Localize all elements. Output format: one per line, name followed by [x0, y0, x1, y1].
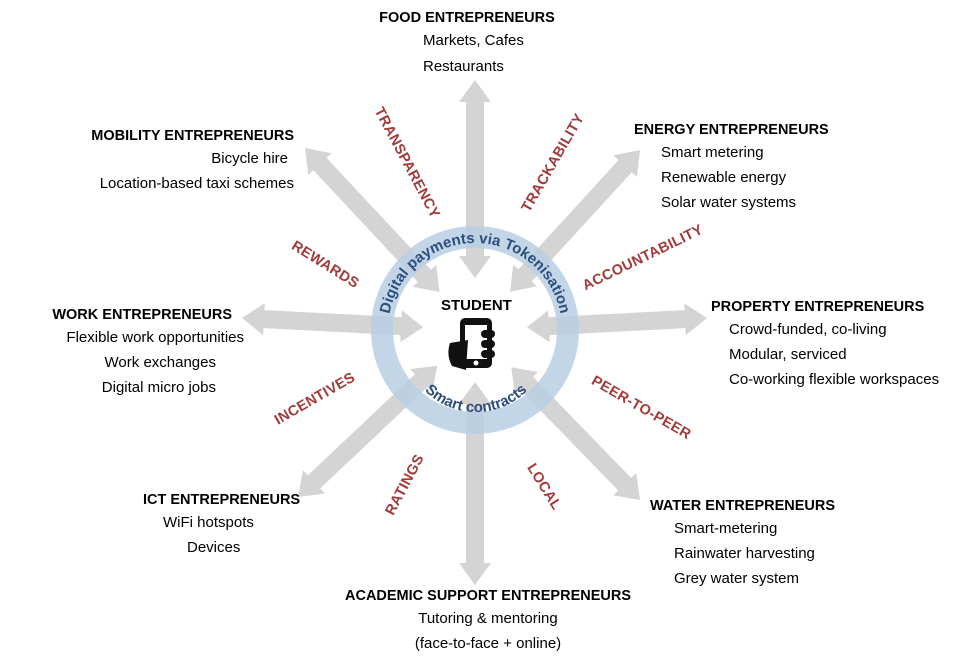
arrow-property — [526, 303, 707, 343]
group-energy-item: Renewable energy — [661, 169, 787, 186]
group-ict-item: WiFi hotspots — [163, 514, 254, 531]
group-water-item: Grey water system — [674, 570, 800, 587]
group-mobility-title: MOBILITY ENTREPRENEURS — [91, 128, 294, 144]
group-property-item: Modular, serviced — [729, 346, 847, 363]
group-food-item: Markets, Cafes — [423, 32, 524, 49]
group-food: FOOD ENTREPRENEURS Markets, Cafes Restau… — [367, 8, 567, 80]
group-property-item: Crowd-funded, co-living — [729, 321, 887, 338]
group-work-item: Work exchanges — [104, 354, 216, 371]
group-work-item: Digital micro jobs — [101, 379, 216, 396]
group-academic-item: Tutoring & mentoring — [418, 610, 558, 627]
student-label: STUDENT — [441, 297, 512, 314]
group-mobility-item: Bicycle hire — [211, 150, 288, 167]
tokenisation-ring — [371, 226, 579, 434]
group-work-title: WORK ENTREPRENEURS — [52, 307, 232, 323]
group-food-item: Restaurants — [423, 58, 504, 75]
group-water-item: Rainwater harvesting — [674, 545, 815, 562]
group-property-title: PROPERTY ENTREPRENEURS — [711, 299, 925, 315]
arrow-work — [242, 303, 424, 343]
group-ict: ICT ENTREPRENEURS WiFi hotspots Devices — [143, 490, 300, 560]
group-work: WORK ENTREPRENEURS Flexible work opportu… — [8, 305, 244, 400]
group-energy: ENERGY ENTREPRENEURS Smart metering Rene… — [634, 120, 829, 215]
smartphone-in-hand-icon — [448, 318, 495, 370]
group-work-item: Flexible work opportunities — [66, 329, 244, 346]
group-energy-item: Solar water systems — [661, 194, 797, 211]
group-water-title: WATER ENTREPRENEURS — [650, 498, 836, 514]
group-academic-title: ACADEMIC SUPPORT ENTREPRENEURS — [345, 588, 631, 604]
group-water: WATER ENTREPRENEURS Smart-metering Rainw… — [650, 496, 835, 591]
group-academic-item: (face-to-face + online) — [414, 635, 562, 652]
group-property-item: Co-working flexible workspaces — [729, 371, 940, 388]
group-ict-title: ICT ENTREPRENEURS — [143, 492, 301, 508]
group-energy-title: ENERGY ENTREPRENEURS — [634, 122, 829, 138]
group-mobility: MOBILITY ENTREPRENEURS Bicycle hire Loca… — [70, 126, 294, 196]
group-water-item: Smart-metering — [674, 520, 778, 537]
group-property: PROPERTY ENTREPRENEURS Crowd-funded, co-… — [711, 297, 939, 392]
group-energy-item: Smart metering — [661, 144, 764, 161]
group-ict-item: Devices — [187, 539, 241, 556]
group-mobility-item: Location-based taxi schemes — [99, 175, 294, 192]
group-food-title: FOOD ENTREPRENEURS — [379, 10, 555, 26]
group-academic: ACADEMIC SUPPORT ENTREPRENEURS Tutoring … — [333, 586, 643, 656]
